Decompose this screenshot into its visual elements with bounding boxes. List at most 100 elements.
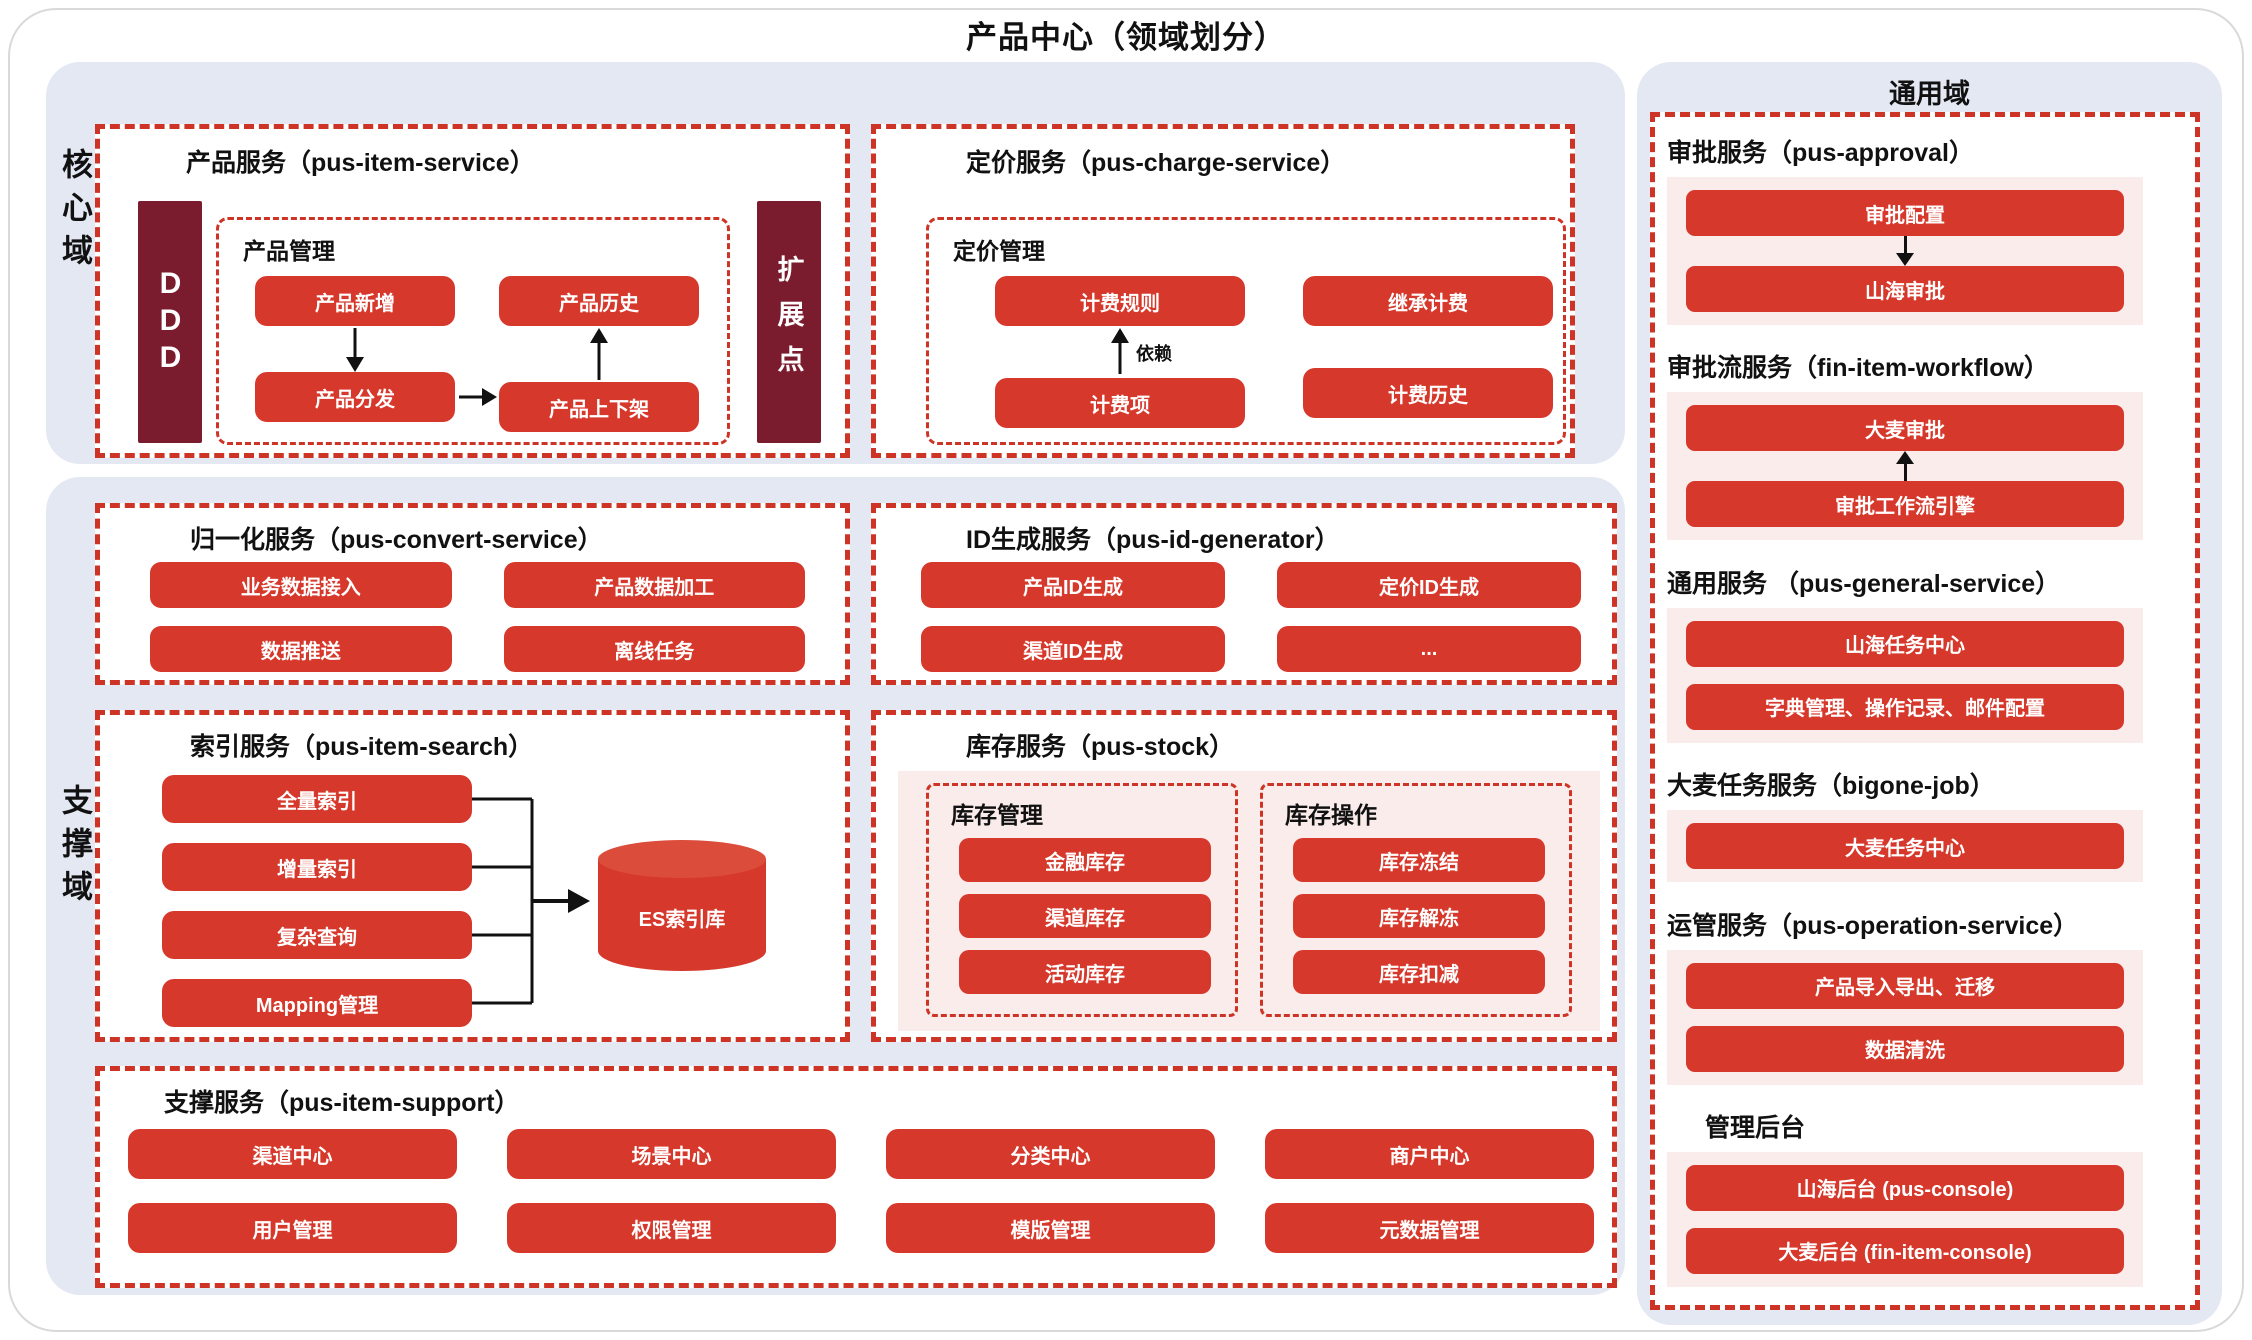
stock-service-box: 库存服务（pus-stock） 库存管理 金融库存 渠道库存 活动库存 库存操作… [871,710,1617,1042]
node-damai-approval: 大麦审批 [1686,405,2124,452]
page-title: 产品中心（领域划分） [966,20,1286,55]
node-charge-inherit: 继承计费 [1303,276,1553,326]
id-generator-grid: 产品ID生成 定价ID生成 渠道ID生成 ... [921,562,1581,672]
node-approval-config: 审批配置 [1686,190,2124,236]
approval-service-heading: 审批服务（pus-approval） [1667,139,1974,167]
dependency-label: 依赖 [1136,344,1172,364]
charge-management-title: 定价管理 [953,238,1045,264]
node-approval-workflow-engine: 审批工作流引擎 [1686,481,2124,528]
charge-management-group: 定价管理 计费规则 继承计费 计费项 计费历史 依赖 [926,217,1566,445]
node-channel-id-gen: 渠道ID生成 [921,626,1225,672]
admin-console-panel: 山海后台 (pus-console) 大麦后台 (fin-item-consol… [1667,1151,2143,1287]
node-charge-item: 计费项 [995,378,1245,428]
node-finance-stock: 金融库存 [959,838,1211,882]
node-product-on-off-shelf: 产品上下架 [499,382,699,432]
arrow-down-icon [1896,236,1914,266]
node-template-management: 模版管理 [886,1203,1215,1253]
admin-console-heading: 管理后台 [1705,1113,1806,1142]
id-generator-box: ID生成服务（pus-id-generator） 产品ID生成 定价ID生成 渠… [871,503,1617,685]
node-product-id-gen: 产品ID生成 [921,562,1225,608]
node-shanhai-console: 山海后台 (pus-console) [1686,1164,2124,1211]
node-mapping-management: Mapping管理 [162,979,472,1027]
node-scene-center: 场景中心 [507,1129,836,1179]
convert-service-grid: 业务数据接入 产品数据加工 数据推送 离线任务 [150,562,805,672]
stock-service-heading: 库存服务（pus-stock） [966,733,1235,761]
node-dict-oplog-mail: 字典管理、操作记录、邮件配置 [1686,683,2124,730]
charge-service-heading: 定价服务（pus-charge-service） [966,149,1346,177]
general-service-heading: 通用服务 （pus-general-service） [1667,569,2061,598]
node-stock-unfreeze: 库存解冻 [1293,894,1545,938]
workflow-service-section: 审批流服务（fin-item-workflow） 大麦审批 审批工作流引擎 [1655,348,2195,541]
node-stock-freeze: 库存冻结 [1293,838,1545,882]
node-id-gen-more: ... [1277,626,1581,672]
stock-operation-group: 库存操作 库存冻结 库存解冻 库存扣减 [1260,783,1572,1017]
stock-pink-panel: 库存管理 金融库存 渠道库存 活动库存 库存操作 库存冻结 库存解冻 库存扣减 [898,771,1600,1031]
es-database-cylinder: ES索引库 [592,837,772,977]
node-shanhai-approval: 山海审批 [1686,266,2124,312]
bigone-job-heading: 大麦任务服务（bigone-job） [1667,772,1995,801]
search-service-box: 索引服务（pus-item-search） 全量索引 增量索引 复杂查询 Map… [95,710,850,1042]
convert-service-box: 归一化服务（pus-convert-service） 业务数据接入 产品数据加工… [95,503,850,685]
node-product-import-export: 产品导入导出、迁移 [1686,962,2124,1009]
node-damai-console: 大麦后台 (fin-item-console) [1686,1227,2124,1274]
ddd-bar: DDD [138,201,202,443]
id-generator-heading: ID生成服务（pus-id-generator） [966,526,1340,554]
general-service-panel: 山海任务中心 字典管理、操作记录、邮件配置 [1667,607,2143,743]
general-service-section: 通用服务 （pus-general-service） 山海任务中心 字典管理、操… [1655,564,2195,743]
node-channel-stock: 渠道库存 [959,894,1211,938]
workflow-service-panel: 大麦审批 审批工作流引擎 [1667,392,2143,541]
node-permission-management: 权限管理 [507,1203,836,1253]
node-product-dispatch: 产品分发 [255,372,455,422]
node-category-center: 分类中心 [886,1129,1215,1179]
node-damai-task-center: 大麦任务中心 [1686,823,2124,870]
approval-service-panel: 审批配置 山海审批 [1667,177,2143,325]
node-data-cleaning: 数据清洗 [1686,1025,2124,1072]
charge-service-box: 定价服务（pus-charge-service） 定价管理 计费规则 继承计费 … [871,124,1575,458]
node-full-index: 全量索引 [162,775,472,823]
node-charge-id-gen: 定价ID生成 [1277,562,1581,608]
general-domain-label: 通用域 [1889,79,1970,109]
product-management-group: 产品管理 产品新增 产品历史 产品分发 产品上下架 [216,217,730,445]
node-charge-history: 计费历史 [1303,368,1553,418]
node-complex-query: 复杂查询 [162,911,472,959]
convert-service-heading: 归一化服务（pus-convert-service） [190,526,603,554]
bigone-job-panel: 大麦任务中心 [1667,810,2143,883]
operation-service-section: 运管服务（pus-operation-service） 产品导入导出、迁移 数据… [1655,906,2195,1085]
node-product-add: 产品新增 [255,276,455,326]
stock-management-group: 库存管理 金融库存 渠道库存 活动库存 [926,783,1238,1017]
product-service-box: 产品服务（pus-item-service） DDD 扩展点 产品管理 产品新增… [95,124,850,458]
node-product-data-process: 产品数据加工 [503,562,805,608]
node-business-data-access: 业务数据接入 [150,562,452,608]
product-service-heading: 产品服务（pus-item-service） [186,149,535,177]
arrow-up-icon [1896,451,1914,482]
support-service-grid: 渠道中心 场景中心 分类中心 商户中心 用户管理 权限管理 模版管理 元数据管理 [128,1129,1594,1253]
approval-service-section: 审批服务（pus-approval） 审批配置 山海审批 [1655,133,2195,325]
stock-operation-title: 库存操作 [1285,802,1377,828]
node-channel-center: 渠道中心 [128,1129,457,1179]
node-offline-task: 离线任务 [503,626,805,672]
support-service-heading: 支撑服务（pus-item-support） [164,1089,520,1117]
bigone-job-section: 大麦任务服务（bigone-job） 大麦任务中心 [1655,766,2195,883]
stock-management-title: 库存管理 [951,802,1043,828]
node-product-history: 产品历史 [499,276,699,326]
node-incremental-index: 增量索引 [162,843,472,891]
node-metadata-management: 元数据管理 [1265,1203,1594,1253]
node-charge-rule: 计费规则 [995,276,1245,326]
node-shanhai-task-center: 山海任务中心 [1686,620,2124,667]
product-management-title: 产品管理 [243,238,335,264]
extension-point-bar: 扩展点 [757,201,821,443]
workflow-service-heading: 审批流服务（fin-item-workflow） [1667,354,2049,383]
search-service-heading: 索引服务（pus-item-search） [190,733,534,761]
core-domain-label: 核心域 [57,148,92,277]
operation-service-heading: 运管服务（pus-operation-service） [1667,911,2079,940]
support-domain-label: 支撑域 [57,784,92,913]
node-activity-stock: 活动库存 [959,950,1211,994]
node-user-management: 用户管理 [128,1203,457,1253]
es-db-label: ES索引库 [638,909,726,931]
operation-service-panel: 产品导入导出、迁移 数据清洗 [1667,949,2143,1085]
general-domain-box: 审批服务（pus-approval） 审批配置 山海审批 审批流服务（fin-i… [1650,112,2200,1310]
node-data-push: 数据推送 [150,626,452,672]
node-merchant-center: 商户中心 [1265,1129,1594,1179]
support-service-box: 支撑服务（pus-item-support） 渠道中心 场景中心 分类中心 商户… [95,1066,1617,1288]
